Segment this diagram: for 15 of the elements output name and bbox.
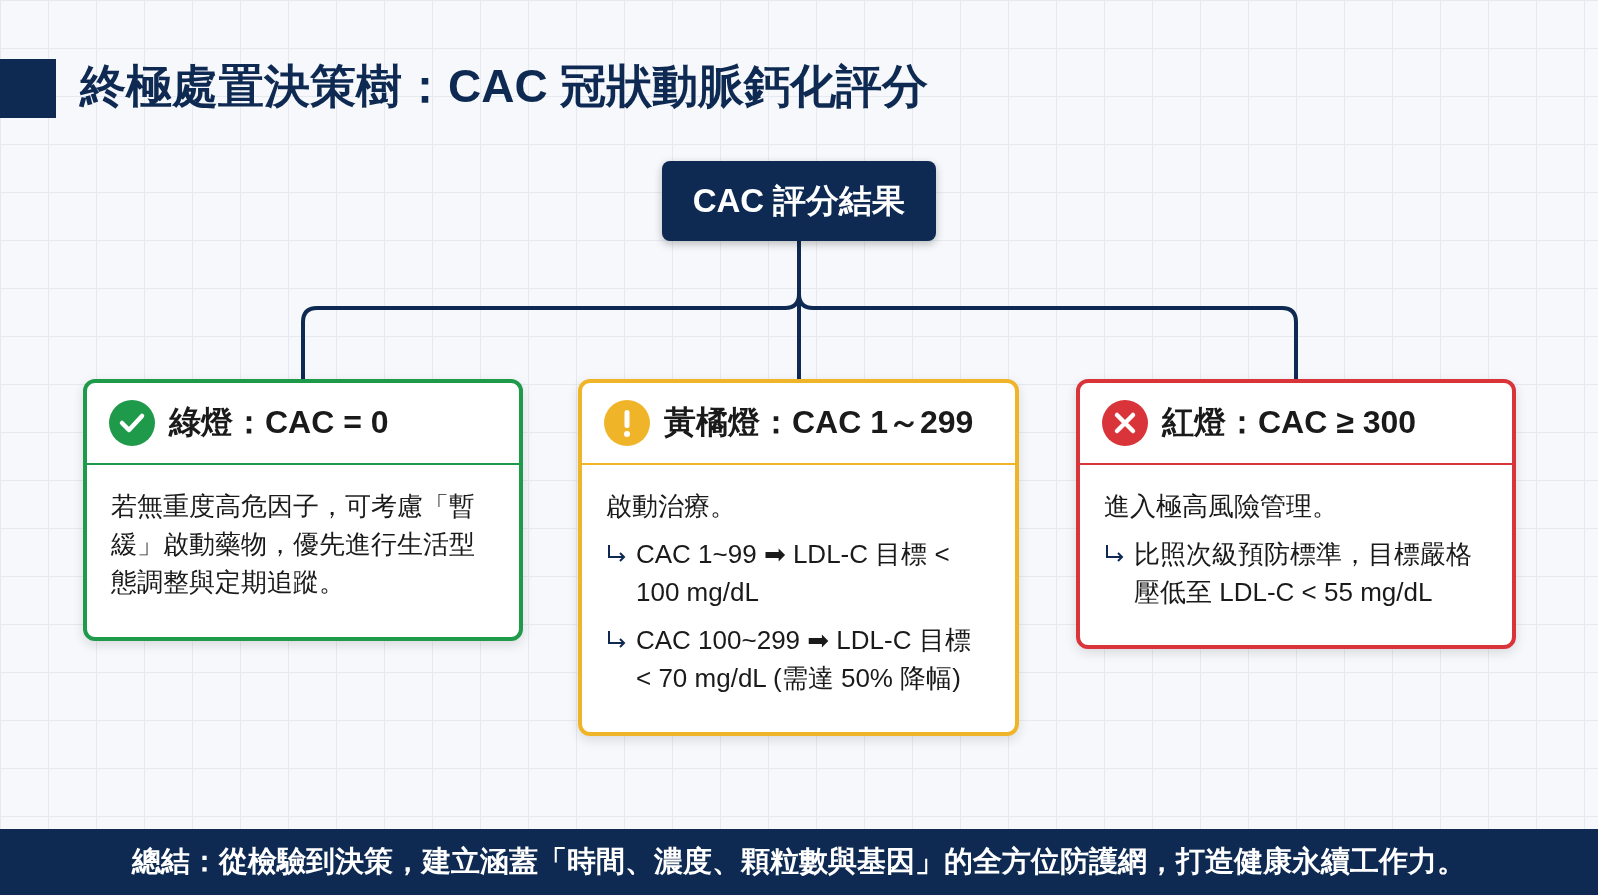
category-card <box>83 379 523 641</box>
category-card <box>1076 379 1516 649</box>
sub-item-text: CAC 1~99 ➡ LDL-C 目標 < 100 mg/dL <box>636 538 951 609</box>
sub-item-text: 比照次級預防標準，目標嚴格壓低至 LDL-C < 55 mg/dL <box>1134 538 1473 609</box>
card-text: 啟動治療。 <box>606 491 736 521</box>
sub-item-text: CAC 100~299 ➡ LDL-C 目標 < 70 mg/dL (需達 50% 降幅) <box>636 624 972 695</box>
card-heading: 紅燈：CAC ≥ 300 <box>1162 403 1417 442</box>
card-heading: 綠燈：CAC = 0 <box>169 403 389 442</box>
title: 終極處置決策樹：CAC 冠狀動脈鈣化評分 <box>80 59 929 114</box>
summary-banner: 總結：從檢驗到決策，建立涵蓋「時間、濃度、顆粒數與基因」的全方位防護網，打造健康永續工作力。 <box>0 829 1598 895</box>
category-card <box>578 379 1019 736</box>
card-heading: 黃橘燈：CAC 1～299 <box>664 403 974 442</box>
card-text: 若無重度高危因子，可考慮「暫緩」啟動藥物，優先進行生活型態調整與定期追蹤。 <box>111 491 475 597</box>
card-text: 進入極高風險管理。 <box>1104 491 1338 521</box>
result-box: CAC 評分結果 <box>662 161 936 241</box>
